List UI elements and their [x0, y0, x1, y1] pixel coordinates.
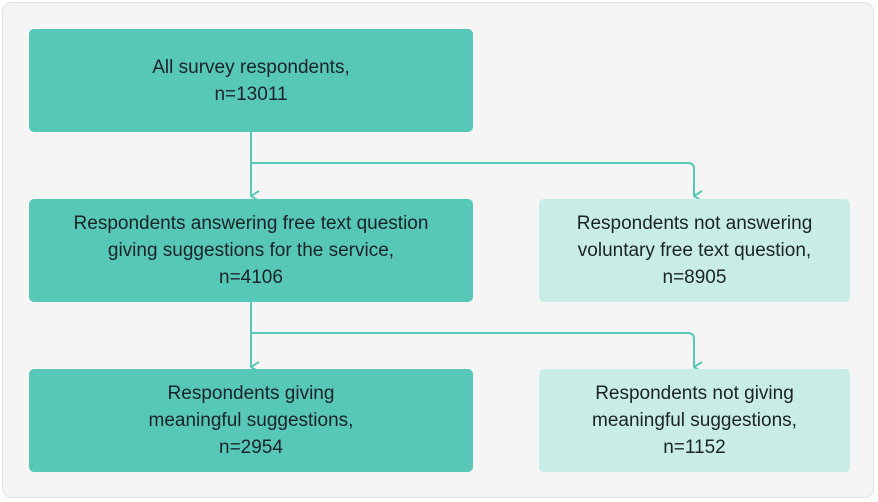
box-not-answering: Respondents not answering voluntary free…: [539, 199, 850, 302]
connector-all-to-not-answering: [251, 162, 694, 196]
box-all-respondents: All survey respondents, n=13011: [29, 29, 473, 132]
box-answering-free-text: Respondents answering free text question…: [29, 199, 473, 302]
connector-answering-to-not-meaningful: [251, 332, 694, 367]
box-not-meaningful-suggestions: Respondents not giving meaningful sugges…: [539, 369, 850, 472]
box-meaningful-suggestions: Respondents giving meaningful suggestion…: [29, 369, 473, 472]
